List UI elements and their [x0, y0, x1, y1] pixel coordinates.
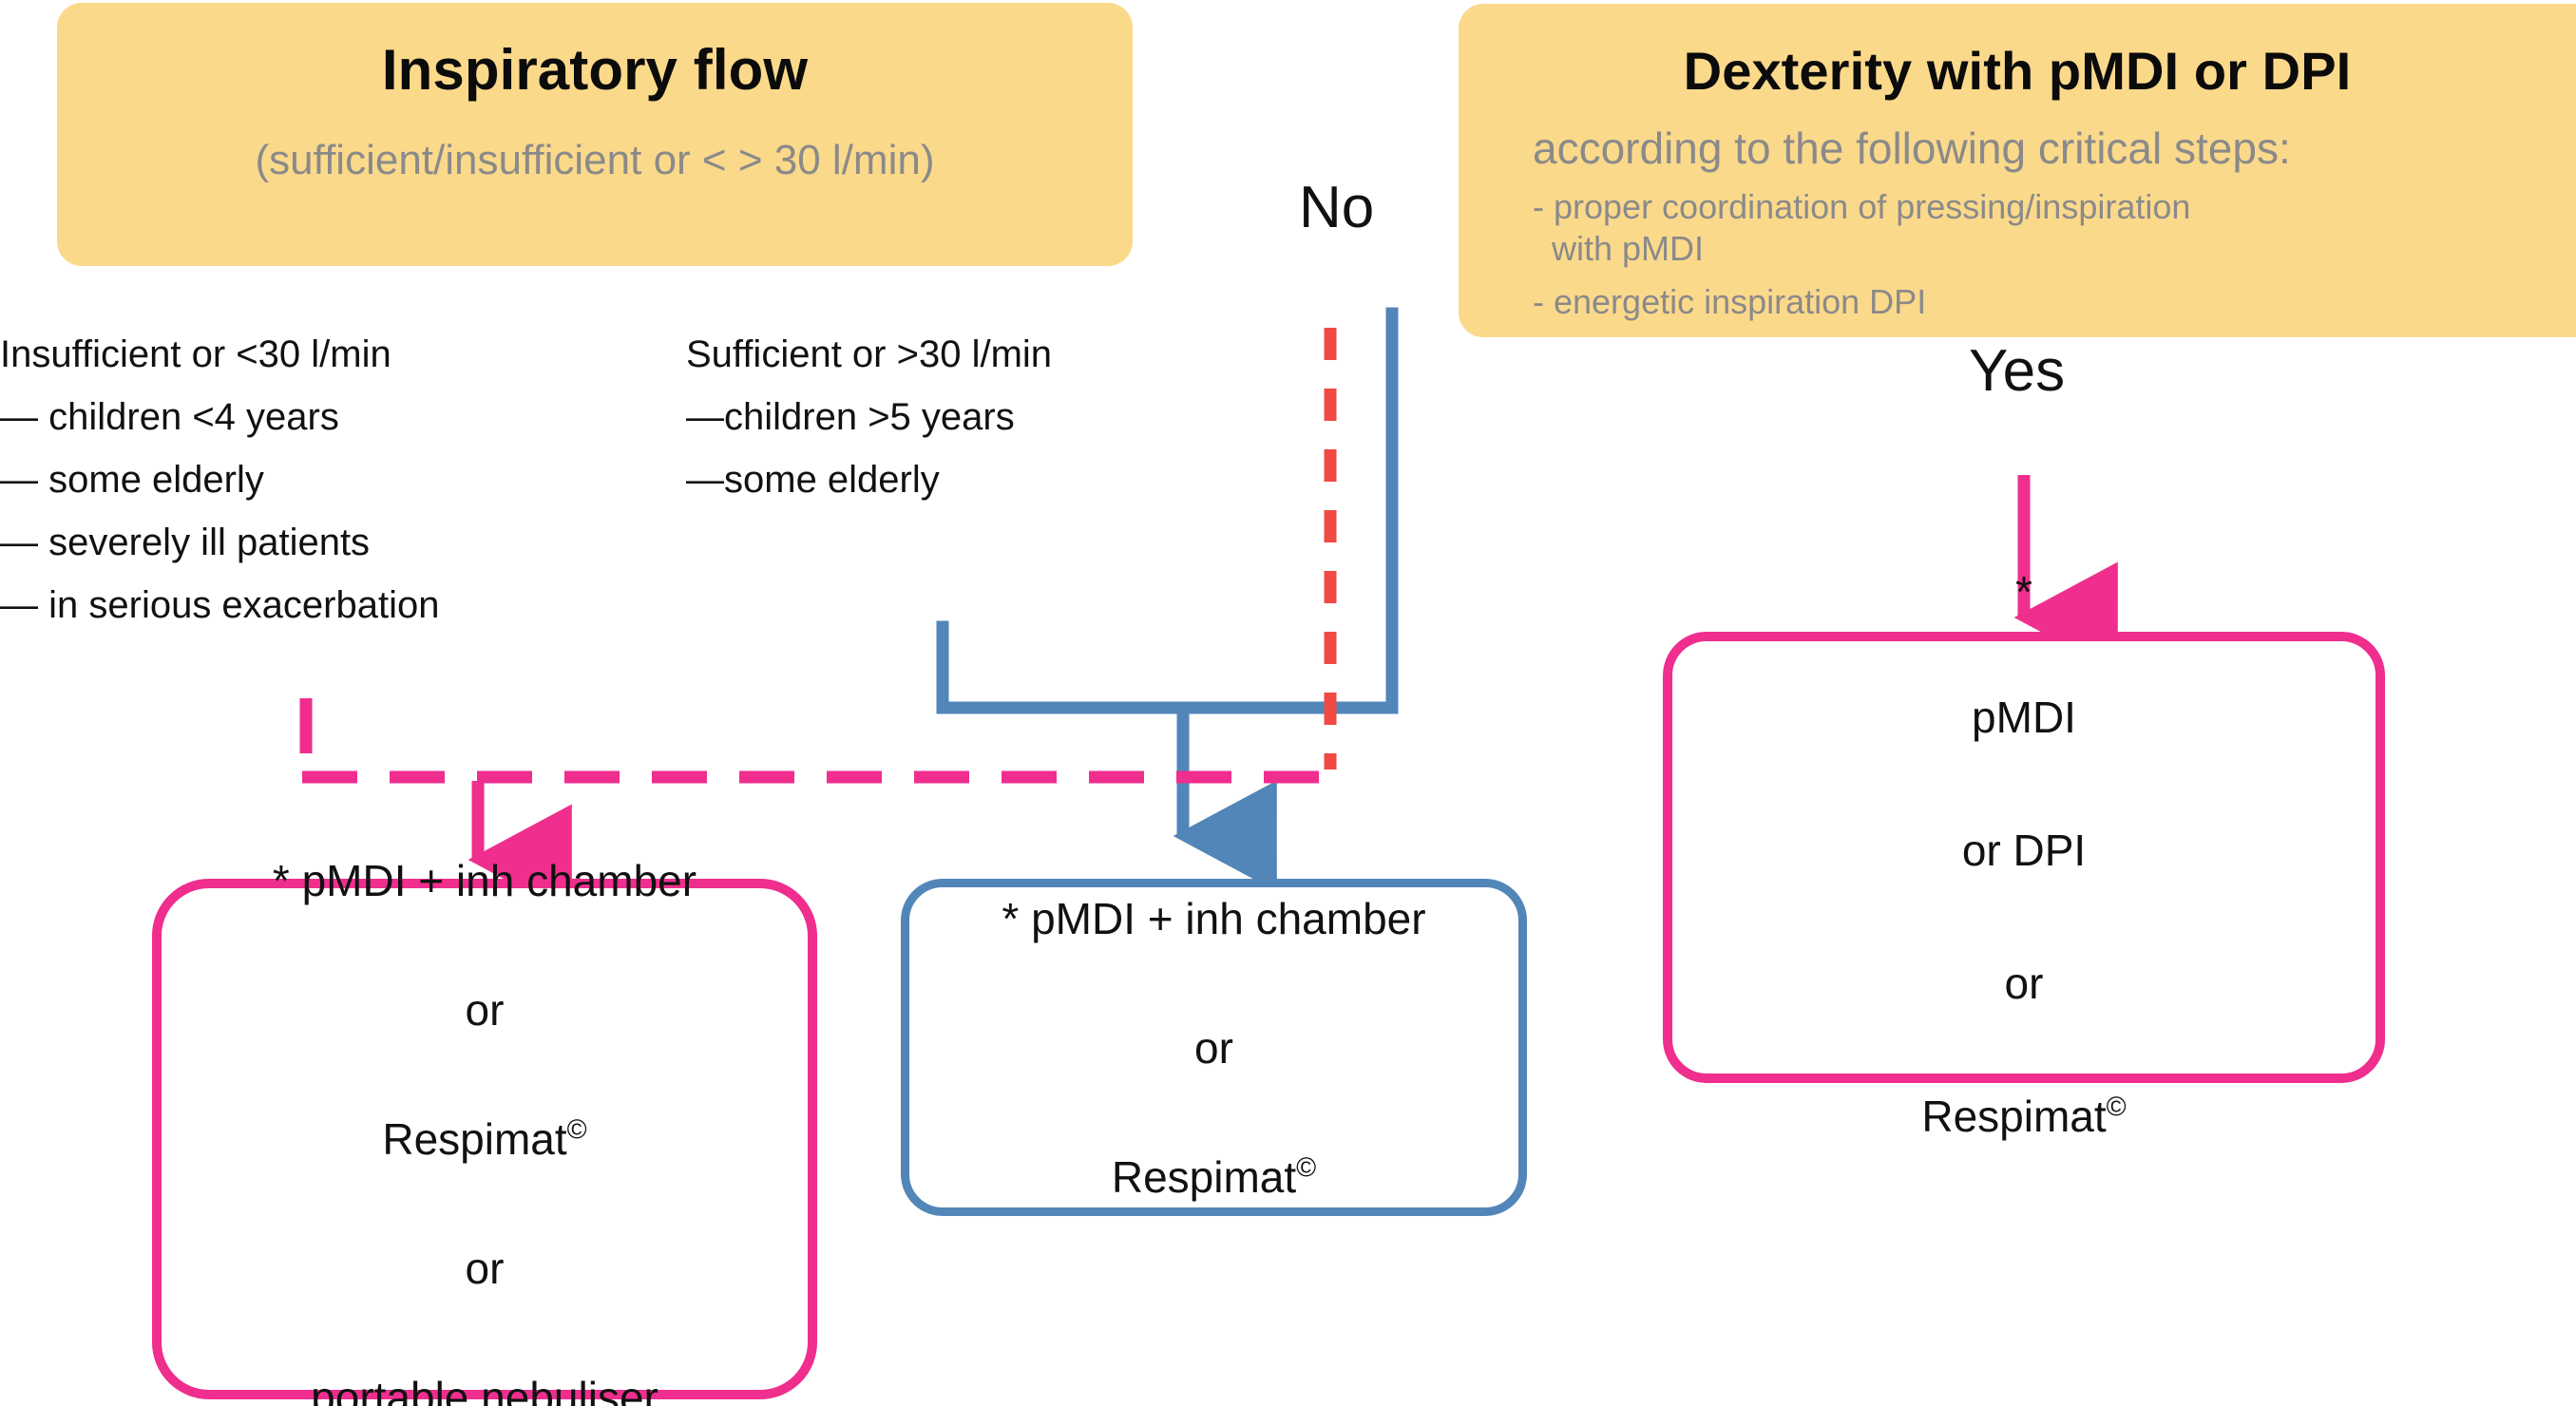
outcome-left-text: * pMDI + inh chamber or Respimat© or por… — [273, 784, 696, 1406]
branch-label-no: No — [1299, 175, 1375, 240]
criteria-left-item-1: — some elderly — [0, 448, 722, 511]
outcome-right-line-4: or — [2004, 958, 2044, 1008]
decision-box-inspiratory-flow[interactable]: Inspiratory flow (sufficient/insufficien… — [57, 3, 1133, 266]
branch-label-yes: Yes — [1969, 338, 2066, 404]
criteria-left-item-3: — in serious exacerbation — [0, 574, 722, 636]
decision-left-subtitle: (sufficient/insufficient or < > 30 l/min… — [255, 137, 935, 183]
outcome-right-line-2: pMDI — [1972, 692, 2076, 742]
copyright-symbol: © — [1296, 1152, 1317, 1184]
outcome-box-right[interactable]: * pMDI or DPI or Respimat© — [1663, 567, 2385, 1141]
criteria-column-insufficient: Insufficient or <30 l/min — children <4 … — [0, 323, 722, 636]
outcome-box-left[interactable]: * pMDI + inh chamber or Respimat© or por… — [152, 856, 817, 1406]
criteria-left-item-2-label: severely ill patients — [48, 522, 371, 563]
outcome-right-line-3: or DPI — [1961, 825, 2087, 875]
outcome-left-line-4: or — [465, 1244, 505, 1293]
outcome-left-line-1: * pMDI + inh chamber — [272, 856, 697, 905]
criteria-left-item-0: — children <4 years — [0, 386, 722, 448]
outcome-left-line-2: or — [465, 985, 505, 1035]
decision-box-dexterity[interactable]: Dexterity with pMDI or DPI according to … — [1459, 4, 2576, 337]
list-dash-icon: — — [686, 459, 724, 501]
decision-right-step-2: with pMDI — [1533, 229, 1705, 268]
outcome-left-line-5: portable nebuliser — [311, 1373, 658, 1406]
outcome-middle-line-3-label: Respimat — [1111, 1151, 1297, 1202]
decision-left-title: Inspiratory flow — [381, 38, 809, 102]
criteria-middle-item-0-label: children >5 years — [724, 396, 1015, 438]
criteria-middle-item-0: —children >5 years — [686, 386, 1294, 448]
outcome-right-text: * pMDI or DPI or Respimat© — [1921, 500, 2126, 1216]
criteria-left-item-0-label: children <4 years — [48, 396, 339, 438]
criteria-left-item-1-label: some elderly — [48, 459, 264, 501]
outcome-middle-text: * pMDI + inh chamber or Respimat© — [1002, 822, 1425, 1274]
outcome-middle-line-2: or — [1194, 1022, 1233, 1073]
copyright-symbol: © — [566, 1114, 587, 1146]
list-dash-icon: — — [0, 584, 38, 626]
copyright-symbol: © — [2106, 1092, 2127, 1123]
criteria-left-header: Insufficient or <30 l/min — [0, 333, 391, 375]
outcome-right-line-1: * — [2015, 566, 2032, 617]
decision-right-step-3: - energetic inspiration DPI — [1533, 282, 1927, 321]
criteria-left-item-2: — severely ill patients — [0, 511, 722, 574]
decision-right-step-1: - proper coordination of pressing/inspir… — [1533, 187, 2191, 226]
criteria-middle-item-1-label: some elderly — [724, 459, 940, 501]
outcome-right-line-5-label: Respimat — [1921, 1091, 2107, 1141]
criteria-middle-item-1: —some elderly — [686, 448, 1294, 511]
decision-right-subtitle: according to the following critical step… — [1533, 124, 2291, 173]
outcome-left-line-3: Respimat© — [273, 1107, 696, 1171]
list-dash-icon: — — [0, 522, 38, 563]
outcome-middle-line-1: * pMDI + inh chamber — [1002, 893, 1426, 943]
outcome-box-middle[interactable]: * pMDI + inh chamber or Respimat© — [901, 879, 1527, 1216]
decision-right-title: Dexterity with pMDI or DPI — [1683, 41, 2352, 101]
outcome-left-line-3-label: Respimat — [382, 1114, 567, 1164]
outcome-right-line-5: Respimat© — [1921, 1083, 2126, 1150]
criteria-middle-header: Sufficient or >30 l/min — [686, 333, 1053, 375]
list-dash-icon: — — [0, 459, 38, 501]
outcome-middle-line-3: Respimat© — [1002, 1145, 1425, 1209]
list-dash-icon: — — [686, 396, 724, 438]
list-dash-icon: — — [0, 396, 38, 438]
criteria-left-item-3-label: in serious exacerbation — [48, 584, 440, 626]
criteria-column-sufficient: Sufficient or >30 l/min —children >5 yea… — [686, 323, 1294, 511]
